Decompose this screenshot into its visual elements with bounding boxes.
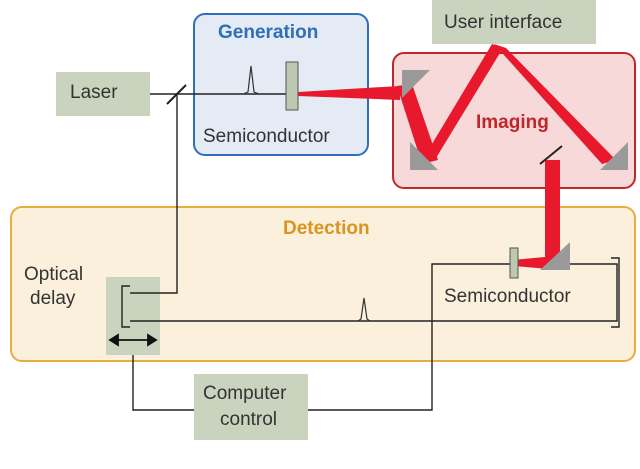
thz-beam-segment — [298, 86, 400, 100]
user-interface-label: User interface — [444, 12, 563, 33]
detection-semiconductor-icon — [509, 247, 519, 279]
beam-splitter-icon — [166, 84, 187, 105]
mirror-icon — [540, 242, 570, 270]
generation-semiconductor-icon — [285, 61, 299, 111]
generation-title: Generation — [218, 22, 319, 43]
thz-beam-segment — [494, 44, 616, 164]
laser-label: Laser — [70, 82, 118, 103]
detection-pulse-icon — [357, 297, 371, 322]
generation-semiconductor-label: Semiconductor — [203, 126, 330, 147]
delay-to-computer-line — [132, 355, 194, 411]
delay-retroreflector-icon — [121, 285, 130, 328]
computer-control-box — [194, 374, 308, 440]
optical-delay-label-line1: Optical — [24, 264, 84, 285]
detection-semiconductor-label: Semiconductor — [444, 286, 571, 307]
thz-beam-segment — [420, 44, 503, 164]
mirror-icon — [600, 142, 628, 170]
generation-pulse-icon — [242, 65, 260, 95]
laser-box — [56, 72, 150, 116]
delay-path-line — [130, 263, 618, 322]
computer-to-detection-line — [308, 263, 513, 411]
imaging-title: Imaging — [476, 112, 549, 133]
optical-delay-label-line2: delay — [30, 288, 76, 309]
computer-control-label-line1: Computer — [203, 383, 287, 404]
mirror-icon — [410, 142, 438, 170]
delay-end-bracket-icon — [611, 257, 620, 328]
imaging-beam-splitter-icon — [539, 145, 563, 165]
mirror-icon — [402, 70, 430, 98]
detection-title: Detection — [283, 218, 370, 239]
probe-beam-line — [130, 94, 178, 294]
user-interface-box — [432, 0, 596, 44]
thz-beam-segment — [545, 160, 560, 266]
computer-control-label-line2: control — [220, 409, 278, 430]
generation-region — [193, 13, 369, 156]
delay-double-arrow-icon — [108, 333, 158, 347]
thz-beam-segment — [397, 84, 438, 164]
